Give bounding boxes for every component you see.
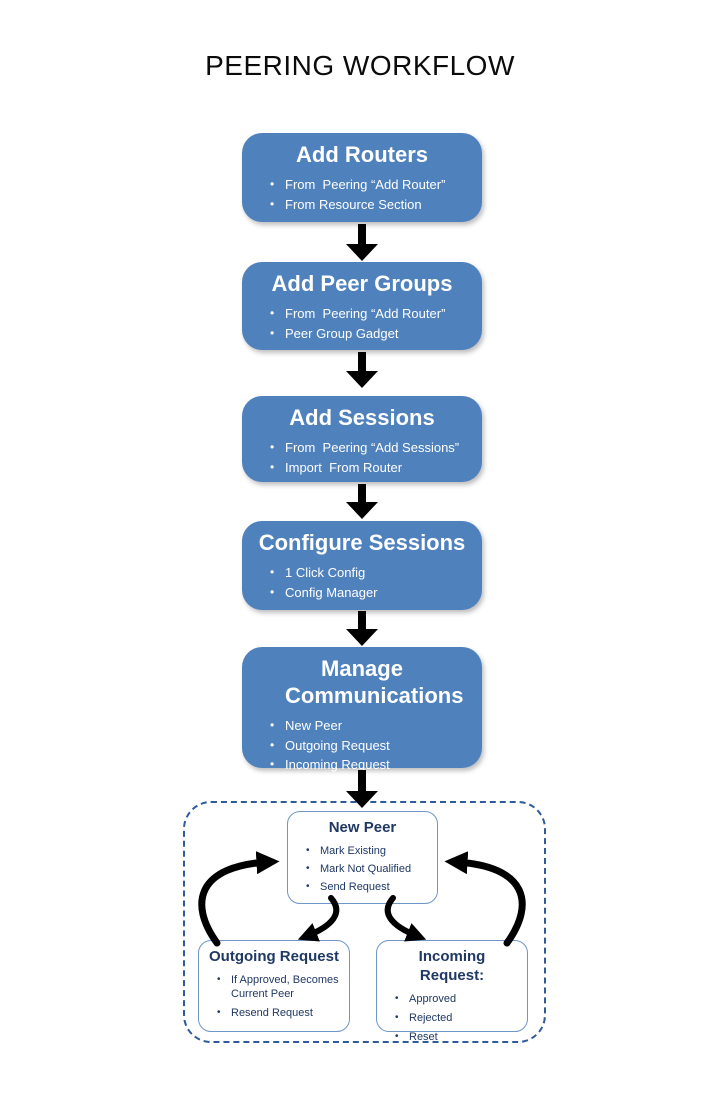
bullet-item: Peer Group Gadget: [257, 324, 467, 344]
detail-box-bullet-list: Approved Rejected Reset: [385, 992, 519, 1044]
detail-box-bullet-list: Mark Existing Mark Not Qualified Send Re…: [296, 844, 429, 894]
arrow-down-icon: [346, 224, 378, 261]
bullet-item: Config Manager: [257, 583, 467, 603]
bullet-item: Import From Router: [257, 458, 467, 478]
bullet-item: From Peering “Add Router”: [257, 304, 467, 324]
flow-box-add-sessions: Add Sessions From Peering “Add Sessions”…: [242, 396, 482, 482]
detail-box-new-peer: New Peer Mark Existing Mark Not Qualifie…: [287, 811, 438, 904]
flow-box-title: Configure Sessions: [258, 530, 466, 555]
arrow-down-icon: [346, 611, 378, 646]
detail-box-title: Outgoing Request: [209, 948, 339, 965]
detail-box-title: New Peer: [328, 819, 397, 836]
detail-box-title: Incoming Request:: [418, 948, 486, 984]
flow-box-title: Add Routers: [296, 142, 428, 167]
flow-box-bullet-list: 1 Click Config Config Manager: [257, 563, 467, 602]
bullet-item: Approved: [385, 992, 519, 1006]
bullet-item: If Approved, Becomes Current Peer: [207, 973, 341, 1001]
arrow-down-icon: [346, 484, 378, 519]
page-title: PEERING WORKFLOW: [205, 50, 515, 81]
bullet-item: 1 Click Config: [257, 563, 467, 583]
bullet-item: From Peering “Add Sessions”: [257, 438, 467, 458]
flow-box-bullet-list: From Peering “Add Router” From Resource …: [257, 175, 467, 214]
bullet-item: Rejected: [385, 1011, 519, 1025]
bullet-item: Mark Existing: [296, 844, 429, 858]
detail-box-incoming-request: Incoming Request: Approved Rejected Rese…: [376, 940, 528, 1044]
flow-box-title: Add Peer Groups: [271, 271, 453, 296]
flow-box-title: Manage Communications: [285, 656, 464, 708]
bullet-item: New Peer: [257, 716, 467, 736]
bullet-item: Mark Not Qualified: [296, 862, 429, 876]
bullet-item: Incoming Request: [257, 755, 467, 775]
flow-box-manage-communications: Manage Communications New Peer Outgoing …: [242, 647, 482, 774]
flow-box-configure-sessions: Configure Sessions 1 Click Config Config…: [242, 521, 482, 610]
flow-box-add-routers: Add Routers From Peering “Add Router” Fr…: [242, 133, 482, 222]
flow-box-bullet-list: From Peering “Add Sessions” Import From …: [257, 438, 467, 477]
bullet-item: From Peering “Add Router”: [257, 175, 467, 195]
detail-box-bullet-list: If Approved, Becomes Current Peer Resend…: [207, 973, 341, 1020]
detail-box-outgoing-request: Outgoing Request If Approved, Becomes Cu…: [198, 940, 350, 1032]
bullet-item: Resend Request: [207, 1006, 341, 1020]
flow-box-add-peer-groups: Add Peer Groups From Peering “Add Router…: [242, 262, 482, 350]
flow-box-bullet-list: New Peer Outgoing Request Incoming Reque…: [257, 716, 467, 775]
bullet-item: Outgoing Request: [257, 736, 467, 756]
flow-box-bullet-list: From Peering “Add Router” Peer Group Gad…: [257, 304, 467, 343]
arrow-down-icon: [346, 352, 378, 388]
flow-box-title: Add Sessions: [289, 405, 435, 430]
bullet-item: Reset: [385, 1030, 519, 1044]
bullet-item: Send Request: [296, 880, 429, 894]
bullet-item: From Resource Section: [257, 195, 467, 215]
